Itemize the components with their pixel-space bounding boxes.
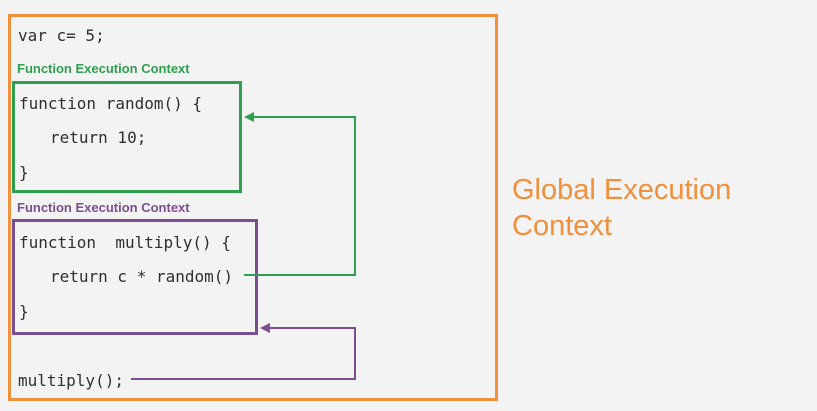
purple-call-arrow (131, 323, 356, 380)
purple-context-label: Function Execution Context (17, 200, 190, 215)
global-execution-context-box (8, 14, 498, 401)
multiply-function-line2: return c * random() (50, 267, 234, 286)
random-function-line2: return 10; (50, 128, 147, 147)
random-function-line1: function random() { (19, 94, 203, 113)
multiply-function-line3: } (19, 302, 29, 321)
random-function-line3: } (19, 163, 29, 182)
random-function-context-box (12, 81, 242, 193)
global-context-label: Global Execution Context (512, 174, 732, 242)
var-declaration: var c= 5; (18, 26, 105, 45)
multiply-call: multiply(); (18, 371, 124, 390)
green-context-label: Function Execution Context (17, 61, 190, 76)
green-call-arrow (244, 112, 356, 276)
multiply-function-context-box (12, 219, 258, 335)
multiply-function-line1: function multiply() { (19, 233, 231, 252)
